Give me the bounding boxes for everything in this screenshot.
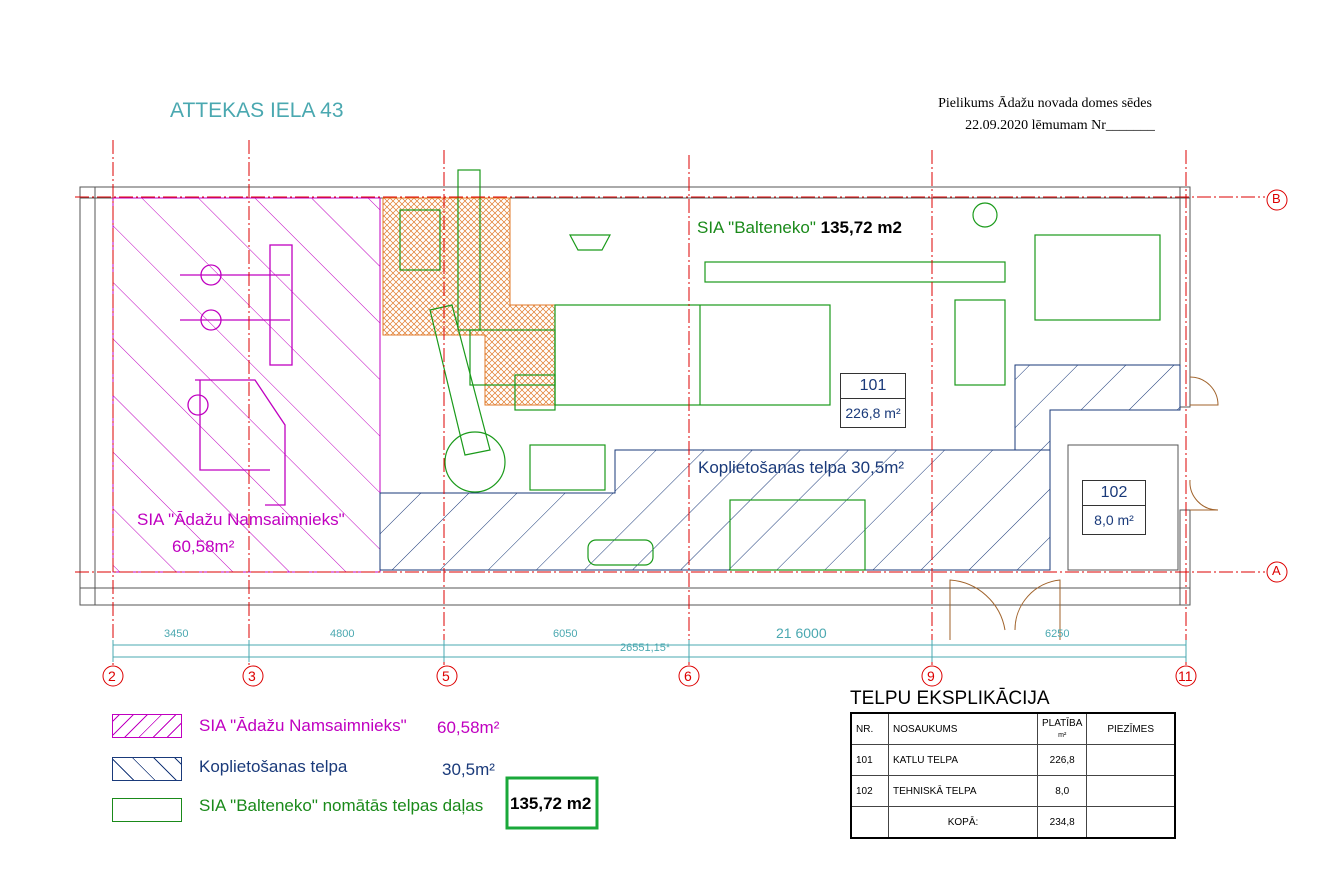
- legend-value: 135,72 m2: [510, 794, 592, 813]
- balteneko-equipment: [399, 169, 1161, 571]
- dim-span: 6050: [553, 628, 578, 640]
- common-area-2: [1014, 364, 1181, 451]
- dim-span: 6250: [1045, 628, 1070, 640]
- grid-bubbles: [102, 189, 1288, 687]
- grid-lines: [75, 140, 1265, 665]
- orange-area: [382, 197, 556, 406]
- legend-swatch-balteneko: [112, 798, 182, 822]
- adazu-label: SIA "Ādažu Namsaimnieks": [137, 510, 345, 529]
- common-label: Koplietošanas telpa 30,5m²: [698, 458, 905, 477]
- grid-axis: 9: [927, 668, 935, 684]
- dim-span: 4800: [330, 628, 355, 640]
- table-total-row: KOPĀ:234,8: [850, 806, 1176, 839]
- building-walls: [79, 186, 1191, 606]
- balteneko-label: SIA "Balteneko" 135,72 m2: [697, 218, 902, 237]
- legend-label: SIA "Ādažu Namsaimnieks": [199, 716, 407, 735]
- dimension-lines: [112, 640, 1187, 662]
- grid-axis: 3: [248, 668, 256, 684]
- grid-row-a: A: [1272, 563, 1281, 578]
- legend-swatch-common: [112, 757, 182, 781]
- adazu-area: [112, 197, 381, 573]
- note-line-1: Pielikums Ādažu novada domes sēdes: [938, 96, 1152, 111]
- legend-value: 60,58m²: [437, 718, 500, 737]
- grid-axis: 5: [442, 668, 450, 684]
- dim-span: 3450: [164, 628, 189, 640]
- legend-swatch-adazu: [112, 714, 182, 738]
- doors: [949, 376, 1219, 640]
- note-line-2: 22.09.2020 lēmumam Nr_______: [965, 118, 1155, 133]
- grid-axis: 11: [1178, 668, 1193, 684]
- legend-label: SIA "Balteneko" nomātās telpas daļas: [199, 796, 484, 815]
- grid-row-b: B: [1272, 191, 1281, 206]
- explication-title: TELPU EKSPLIKĀCIJA: [850, 688, 1050, 709]
- room-102-outline: [1067, 444, 1179, 571]
- adazu-area-label: 60,58m²: [172, 537, 235, 556]
- grid-axis: 2: [108, 668, 116, 684]
- magenta-pipes: [180, 244, 293, 506]
- grid-axis: 6: [684, 668, 692, 684]
- legend-value: 30,5m²: [442, 760, 495, 779]
- dim-span: 21 6000: [776, 625, 827, 641]
- page-title: ATTEKAS IELA 43: [170, 99, 344, 122]
- legend-balteneko-highlight: [505, 776, 599, 830]
- legend-label: Koplietošanas telpa: [199, 757, 348, 776]
- dim-total: 26551,15*: [620, 642, 671, 654]
